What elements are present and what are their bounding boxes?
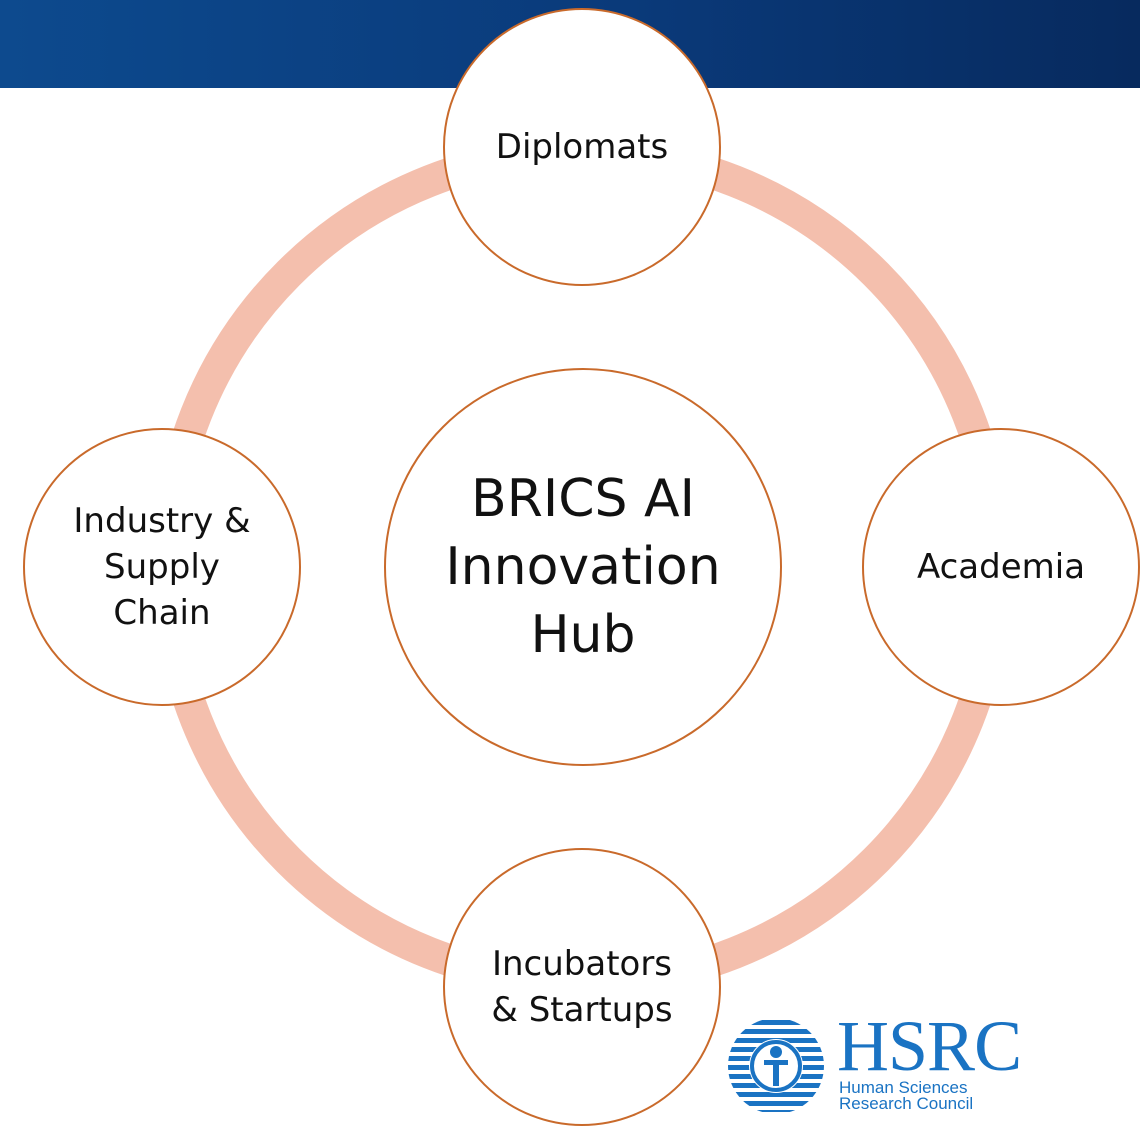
hub-label: BRICS AI Innovation Hub — [445, 469, 721, 665]
hsrc-logo: HSRC Human Sciences Research Council — [724, 1010, 1024, 1114]
hub-center: BRICS AI Innovation Hub — [384, 368, 782, 766]
hsrc-emblem-icon — [728, 1020, 824, 1114]
logo-subtitle-line2: Research Council — [839, 1094, 974, 1113]
node-industry-supply-chain: Industry & Supply Chain — [23, 428, 301, 706]
node-diplomats: Diplomats — [443, 8, 721, 286]
node-academia: Academia — [862, 428, 1140, 706]
logo-subtitle-line1: Human Sciences — [839, 1078, 968, 1097]
node-incubators-startups: Incubators & Startups — [443, 848, 721, 1126]
node-industry-label: Industry & Supply Chain — [73, 501, 251, 633]
node-incubators-label: Incubators & Startups — [491, 944, 673, 1030]
logo-title: HSRC — [837, 1006, 1022, 1086]
node-academia-label: Academia — [916, 547, 1086, 587]
node-diplomats-label: Diplomats — [495, 127, 669, 167]
